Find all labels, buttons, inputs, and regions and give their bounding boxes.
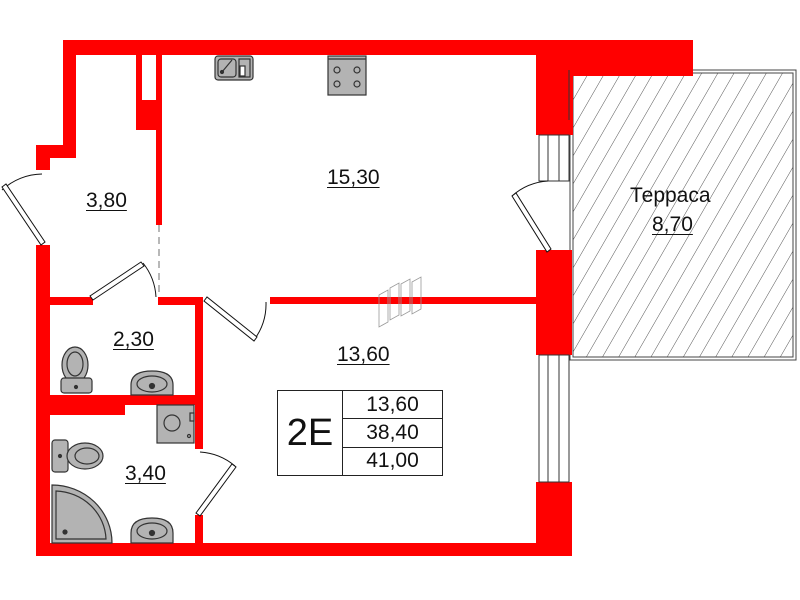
room-area-terrace: 8,70 (652, 213, 693, 236)
doors (1, 173, 552, 517)
walls (36, 40, 693, 556)
windows (538, 70, 570, 483)
room-area-bedroom: 13,60 (337, 343, 390, 366)
living-area-value: 13,60 (343, 391, 442, 420)
shower-icon (51, 484, 113, 544)
toilet-icon (60, 346, 93, 394)
room-area-kitchen: 15,30 (327, 166, 380, 189)
radiator-icon (378, 276, 422, 328)
room-area-bathroom: 3,40 (125, 462, 166, 485)
room-area-wc: 2,30 (113, 328, 154, 351)
washing-machine-icon (156, 404, 195, 444)
sink-icon (214, 55, 254, 81)
terrace-title: Терраса (630, 184, 711, 207)
total-area-value: 38,40 (343, 419, 442, 448)
terrace (569, 69, 797, 361)
total-with-terrace-value: 41,00 (366, 449, 419, 473)
room-area-hall: 3,80 (86, 189, 127, 212)
apartment-code: 2E (278, 391, 343, 475)
washbasin-icon (130, 517, 174, 544)
washbasin-icon (130, 370, 174, 396)
apartment-info-box: 2E 13,60 38,40 41,00 (277, 390, 443, 476)
toilet-icon (51, 439, 104, 473)
stove-icon (327, 55, 367, 96)
